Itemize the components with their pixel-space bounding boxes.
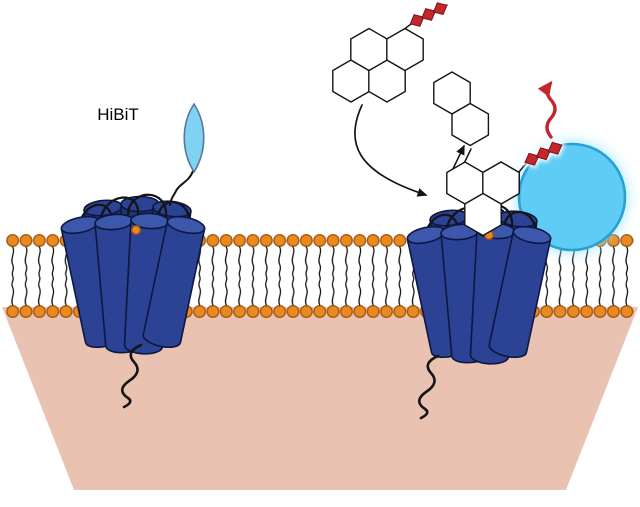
hibit-linker: [169, 170, 194, 206]
extracellular-loop: [126, 193, 168, 218]
extracellular-loop: [98, 196, 140, 224]
red-diamond: [547, 141, 563, 155]
binding-arrow: [354, 104, 428, 197]
substrate-molecule-top: [332, 2, 448, 103]
hexagon-ring: [451, 102, 490, 147]
receptor-left: HiBiT: [60, 102, 206, 409]
luminescence-arrow: [537, 80, 557, 139]
hexagon-ring: [386, 27, 424, 72]
substrate-molecule-free: [433, 71, 490, 147]
red-diamond-tag: [409, 2, 448, 27]
hibit-label: HiBiT: [97, 105, 139, 124]
lipid-head-dot: [131, 225, 141, 235]
protein-subunit: [142, 215, 206, 349]
hexagon-ring: [464, 192, 502, 237]
luciferase-circle: [517, 142, 627, 252]
protein-subunit: [488, 225, 552, 359]
receptor-right: [406, 203, 552, 420]
red-diamond-tag-glowing: [521, 139, 566, 169]
bound-substrate: [446, 139, 566, 237]
intracellular-tail: [417, 354, 440, 420]
luminescent-protein: [517, 142, 627, 252]
intracellular-tail: [120, 343, 143, 409]
red-diamond: [432, 2, 448, 15]
hibit-tag: [183, 102, 205, 174]
